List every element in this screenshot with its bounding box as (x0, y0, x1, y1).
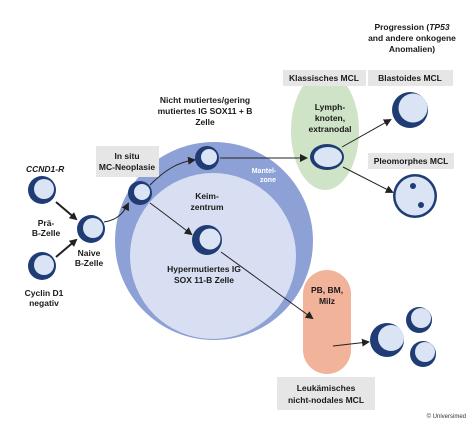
cell-leukemic-2 (406, 307, 432, 333)
blastoid-mcl-box (368, 70, 453, 86)
cell-unmutated-sox11 (195, 146, 219, 170)
arrow-insitu-to-hypermutated (149, 202, 193, 236)
mantle-zone-label-2: zone (260, 177, 276, 184)
cell-ccnd1 (28, 176, 56, 204)
cell-leukemic-1 (370, 323, 404, 357)
arrow-lymphnode-to-pleomorphic (342, 166, 394, 193)
cell-naive-b (77, 215, 105, 243)
unmutated-label-2: mutiertes IG SOX11 + B (158, 106, 253, 116)
cell-lymph-node (310, 144, 344, 170)
pleomorphic-mcl-box (368, 153, 454, 169)
ccnd1-label: CCND1-R (26, 164, 65, 174)
insitu-label-2: MC-Neoplasie (99, 162, 155, 172)
arrow-pill-to-leukemic (332, 338, 370, 347)
germinal-center-circle (130, 173, 296, 339)
unmutated-label-3: Zelle (195, 117, 215, 127)
leukemic-mcl-box (277, 377, 375, 410)
pb-bm-label-1: PB, BM, (311, 285, 343, 295)
copyright-label: © Universimed (427, 413, 466, 420)
cell-leukemic-3 (410, 341, 436, 367)
insitu-label-1: In situ (114, 151, 139, 161)
cell-blastoid (392, 92, 428, 128)
pre-b-label-2: B-Zelle (32, 228, 61, 238)
pb-bm-label-2: Milz (319, 296, 335, 306)
blastoid-mcl-label: Blastoides MCL (378, 73, 442, 83)
cyclin-label-2: negativ (29, 298, 59, 308)
arrow-ccnd1-to-naive (55, 201, 78, 221)
progression-label-1: Progression (TP53 (374, 22, 449, 32)
cell-cyclin-negative (28, 252, 56, 280)
classic-mcl-label: Klassisches MCL (289, 73, 359, 83)
arrow-insitu-to-unmutated (149, 156, 196, 186)
mantle-zone-label-1: Mantel- (252, 168, 277, 175)
pleomorphic-mcl-label: Pleomorphes MCL (374, 156, 449, 166)
arrows (55, 119, 394, 347)
arrow-lymphnode-to-blastoid (341, 119, 392, 148)
cell-in-situ (128, 181, 152, 205)
lymph-node-label-3: extranodal (309, 124, 352, 134)
progression-label-3: Anomalien) (389, 44, 435, 54)
classic-mcl-box (283, 70, 366, 86)
arrow-cyclin-to-naive (55, 238, 78, 258)
leukemic-mcl-label-2: nicht-nodales MCL (288, 395, 364, 405)
pre-b-label-1: Prä- (38, 218, 55, 228)
leukemic-mcl-label-1: Leukämisches (297, 383, 356, 393)
progression-label-2: and andere onkogene (368, 33, 456, 43)
cyclin-label-1: Cyclin D1 (25, 288, 64, 298)
cell-hypermutated (192, 225, 222, 255)
unmutated-label-1: Nicht mutiertes/gering (160, 95, 250, 105)
lymph-node-label-1: Lymph- (315, 102, 346, 112)
arrow-naive-to-insitu (103, 202, 129, 223)
blood-marrow-spleen-pill (303, 270, 351, 374)
germinal-center-label-1: Keim- (195, 191, 219, 201)
hypermutated-label-2: SOX 11-B Zelle (174, 275, 234, 285)
in-situ-box (96, 146, 159, 177)
lymph-node-label-2: knoten, (315, 113, 345, 123)
naive-label-1: Naive (78, 248, 101, 258)
arrow-hypermutated-to-pill (220, 251, 314, 320)
cell-pleomorphic (393, 174, 437, 218)
naive-label-2: B-Zelle (75, 258, 104, 268)
germinal-center-label-2: zentrum (190, 202, 224, 212)
hypermutated-label-1: Hypermutiertes IG (167, 264, 241, 274)
